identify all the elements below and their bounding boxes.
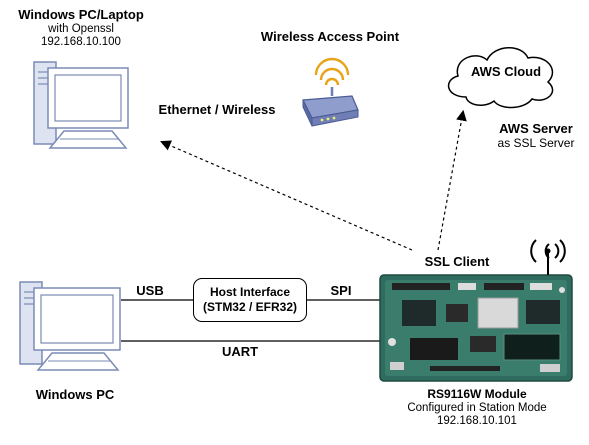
spi-label: SPI bbox=[330, 283, 352, 298]
top-pc-ip: 192.168.10.100 bbox=[41, 36, 121, 49]
top-pc-label-group: Windows PC/Laptop with Openssl 192.168.1… bbox=[4, 7, 158, 49]
ssl-client-label: SSL Client bbox=[424, 254, 490, 269]
module-title: RS9116W Module bbox=[427, 387, 527, 401]
top-pc-subtitle: with Openssl bbox=[48, 22, 114, 35]
top-pc-icon bbox=[33, 61, 129, 149]
module-label-group: RS9116W Module Configured in Station Mod… bbox=[392, 387, 562, 428]
aws-server-label-group: AWS Server as SSL Server bbox=[486, 121, 586, 151]
arrow-to-cloud bbox=[437, 109, 467, 251]
access-point-label: Wireless Access Point bbox=[260, 29, 400, 44]
arrow-to-pc bbox=[160, 140, 413, 251]
aws-server-subtitle: as SSL Server bbox=[497, 135, 575, 150]
top-pc-title: Windows PC/Laptop bbox=[18, 7, 144, 22]
cloud-icon bbox=[447, 47, 554, 109]
module-ip: 192.168.10.101 bbox=[437, 415, 517, 428]
module-subtitle: Configured in Station Mode bbox=[407, 401, 547, 414]
rs9116w-board-icon bbox=[379, 239, 573, 382]
host-interface-title: Host Interface bbox=[209, 285, 291, 299]
host-interface-box: Host Interface (STM32 / EFR32) bbox=[193, 278, 307, 322]
access-point-icon bbox=[302, 57, 359, 127]
ethernet-wireless-label: Ethernet / Wireless bbox=[158, 102, 276, 117]
host-interface-subtitle: (STM32 / EFR32) bbox=[202, 300, 298, 314]
cloud-label: AWS Cloud bbox=[470, 64, 542, 79]
aws-server-title: AWS Server bbox=[499, 121, 573, 136]
uart-label: UART bbox=[221, 344, 259, 359]
bottom-pc-icon bbox=[19, 281, 121, 371]
bottom-pc-label: Windows PC bbox=[35, 387, 115, 402]
usb-label: USB bbox=[136, 283, 164, 298]
